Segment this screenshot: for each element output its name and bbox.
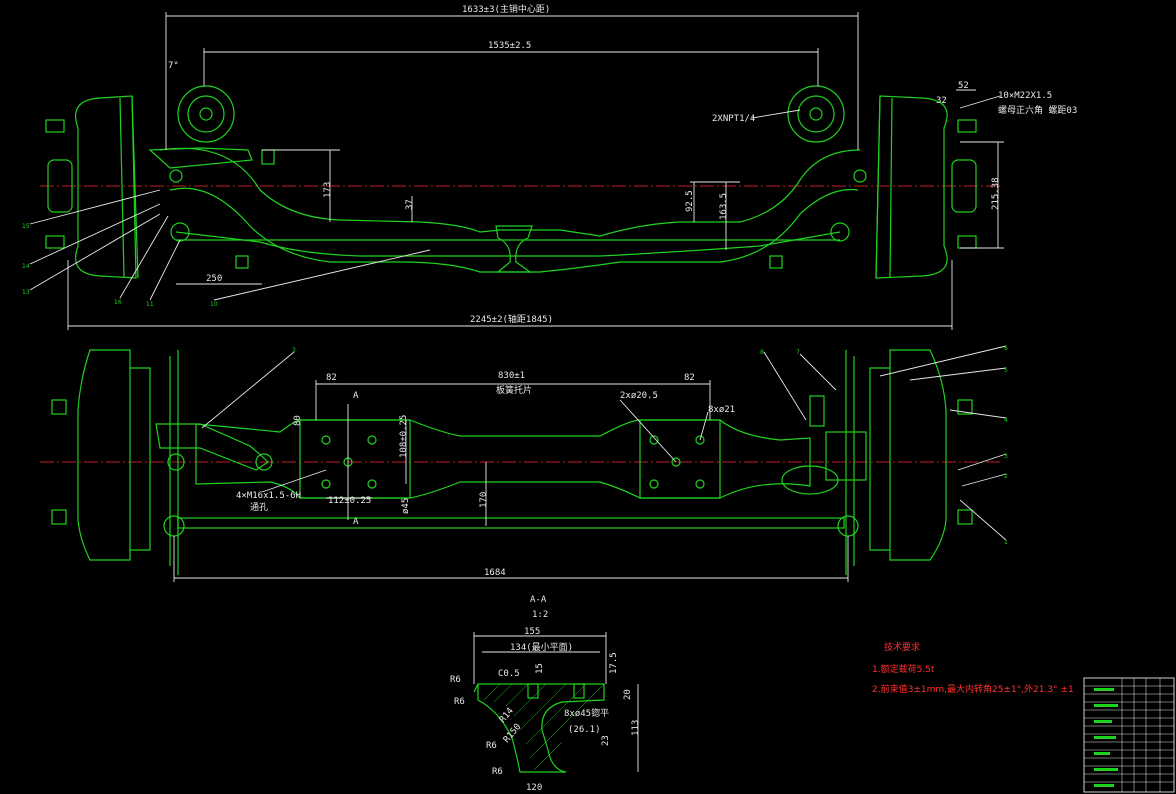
dim-82-left: 82 <box>326 373 337 383</box>
part-label-3: 3 <box>1004 453 1008 460</box>
part-label-left-3: 3 <box>292 347 296 354</box>
dim-82-right: 82 <box>684 373 695 383</box>
dim-170: 170 <box>479 492 489 508</box>
part-label-4: 4 <box>1004 417 1008 424</box>
section-title: A-A <box>530 595 547 605</box>
dim-108: 108±0.25 <box>399 415 409 458</box>
dim-32: 32 <box>936 96 947 106</box>
dim-830: 830±1 <box>498 371 525 381</box>
dim-r6-4: R6 <box>492 767 503 777</box>
dim-r6-1: R6 <box>450 675 461 685</box>
dim-250: 250 <box>206 274 222 284</box>
part-label-13: 13 <box>22 289 30 296</box>
tech-line-1: 1.额定载荷5.5t <box>872 663 935 675</box>
dim-r14: R14 <box>498 706 516 725</box>
top-view: 1633±3(主销中心距) 1535±2.5 2245±2(轴距1845) 25… <box>22 3 1077 330</box>
tech-requirements: 技术要求 1.额定载荷5.5t 2.前束值3±1mm,最大内转角25±1°,外2… <box>872 641 1074 695</box>
part-label-5: 5 <box>1004 367 1008 374</box>
dim-ø45: ø45 <box>401 498 411 514</box>
note-through-hole: 通孔 <box>250 502 268 513</box>
front-view: 830±1 板簧托片 82 82 80 108±0.25 112±0.25 ø4… <box>40 345 1008 582</box>
section-a-a: A-A 1:2 155 134(最小平面) C0.5 15 17.5 20 11… <box>450 595 641 793</box>
note-spring-pad: 板簧托片 <box>496 384 532 396</box>
dim-inner-distance: 1535±2.5 <box>488 41 531 51</box>
dim-155: 155 <box>524 627 540 637</box>
dim-215-38: 215.38 <box>991 177 1001 210</box>
dim-120: 120 <box>526 783 542 793</box>
part-label-2: 2 <box>1004 473 1008 480</box>
dim-angle-7: 7° <box>168 61 179 71</box>
bom-table <box>1083 677 1175 793</box>
part-label-11: 11 <box>146 301 154 308</box>
part-label-14: 14 <box>22 263 30 270</box>
part-label-1: 1 <box>1004 539 1008 546</box>
note-m16-thread: 4×M16x1.5-6H <box>236 491 301 501</box>
dim-92-5: 92.5 <box>685 190 695 212</box>
tech-line-2: 2.前束值3±1mm,最大内转角25±1°,外21.3° ±1 <box>872 683 1074 695</box>
note-nut: 螺母正六角 螺距03 <box>998 104 1077 116</box>
dim-overall-length: 2245±2(轴距1845) <box>470 313 553 325</box>
dim-112: 112±0.25 <box>328 496 371 506</box>
note-npt: 2XNPT1/4 <box>712 114 755 124</box>
dim-173: 173 <box>323 182 333 198</box>
dim-52: 52 <box>958 81 969 91</box>
dim-37: 37 <box>405 199 415 210</box>
part-label-7: 7 <box>796 349 800 356</box>
dim-26-1: (26.1) <box>568 725 601 735</box>
dim-1684: 1684 <box>484 568 506 578</box>
section-scale: 1:2 <box>532 610 548 620</box>
dim-23: 23 <box>601 735 611 746</box>
part-label-15: 15 <box>22 223 30 230</box>
part-label-8: 8 <box>760 349 764 356</box>
note-hole-20-5: 2xø20.5 <box>620 391 658 401</box>
dim-134: 134(最小平面) <box>510 642 573 653</box>
part-label-16: 16 <box>114 299 122 306</box>
dim-17-5: 17.5 <box>609 652 619 674</box>
note-holes-21: 8xø21 <box>708 405 735 415</box>
section-mark-a-bottom: A <box>353 517 359 527</box>
dim-113: 113 <box>631 720 641 736</box>
dim-163-5: 163.5 <box>719 193 729 220</box>
dim-r6-3: R6 <box>486 741 497 751</box>
tech-title: 技术要求 <box>884 641 920 653</box>
part-label-6: 6 <box>1004 345 1008 352</box>
dim-80: 80 <box>293 415 303 426</box>
note-thread: 10×M22X1.5 <box>998 91 1052 101</box>
dim-8x45: 8xø45锪平 <box>564 707 609 719</box>
dim-r6-2: R6 <box>454 697 465 707</box>
dim-kingpin-distance: 1633±3(主销中心距) <box>462 3 550 15</box>
dim-15: 15 <box>535 663 545 674</box>
dim-c0-5: C0.5 <box>498 669 520 679</box>
section-mark-a-top: A <box>353 391 359 401</box>
dim-20: 20 <box>623 689 633 700</box>
part-label-10: 10 <box>210 301 218 308</box>
